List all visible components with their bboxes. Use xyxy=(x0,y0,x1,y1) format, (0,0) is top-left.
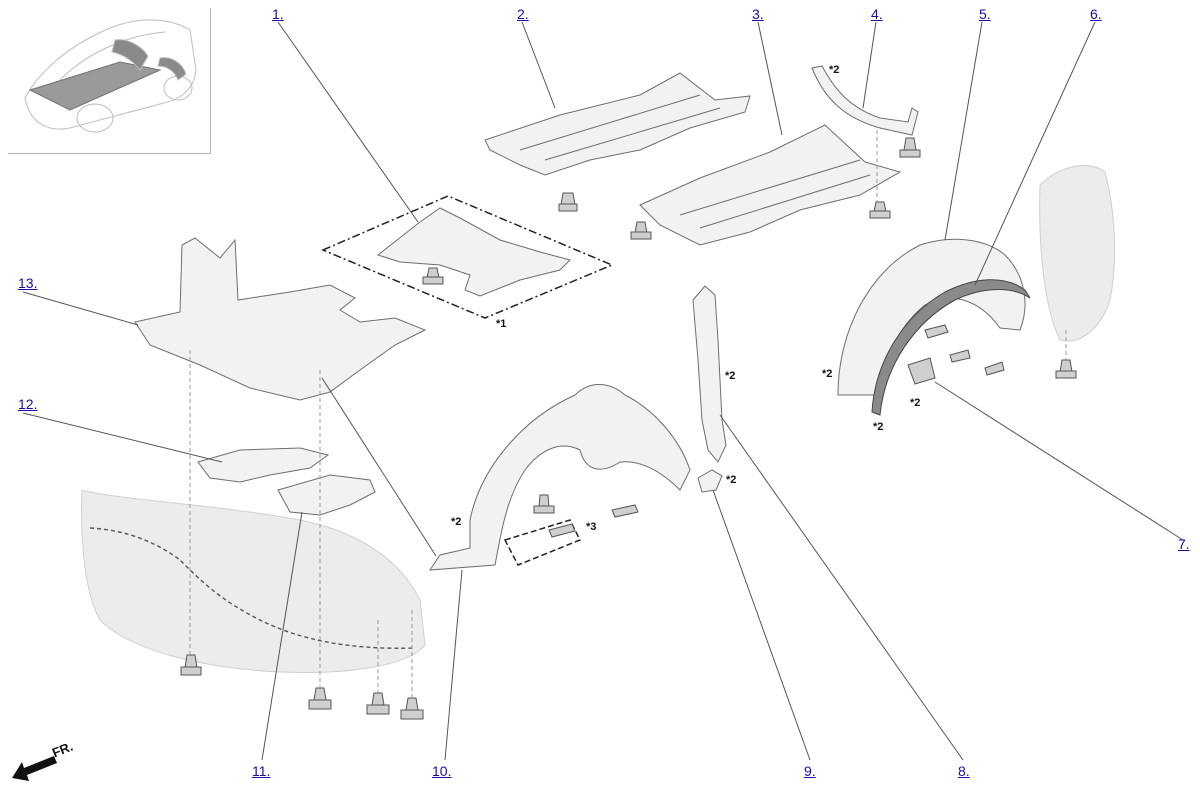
part-9-clip xyxy=(697,469,723,493)
leader-lines xyxy=(22,21,1184,761)
note-marker-2: *2 xyxy=(451,516,462,528)
part-1-center-cover xyxy=(376,207,571,297)
callout-13[interactable]: 13. xyxy=(18,275,38,291)
rear-panel-ghost xyxy=(1039,165,1116,342)
part-2-floor-cover xyxy=(484,72,751,176)
note-marker-2: *2 xyxy=(822,368,833,380)
vehicle-overview-frame xyxy=(8,8,211,154)
note-marker-2: *2 xyxy=(829,64,840,76)
part-4-brace xyxy=(811,65,919,136)
callout-9[interactable]: 9. xyxy=(804,763,816,779)
part-11-splash-shield xyxy=(277,474,376,516)
part-3-floor-cover xyxy=(639,124,902,246)
vehicle-overview-thumbnail xyxy=(24,19,197,133)
callout-12[interactable]: 12. xyxy=(18,396,38,412)
callout-1[interactable]: 1. xyxy=(272,6,284,22)
bumper-dashed-outline xyxy=(89,527,416,649)
part-10-front-fender-liner xyxy=(429,384,691,571)
callout-3[interactable]: 3. xyxy=(752,6,764,22)
fasteners xyxy=(180,137,1077,720)
part-13-front-undercover xyxy=(134,237,427,401)
note-marker-2: *2 xyxy=(910,397,921,409)
fastener-guide-lines xyxy=(189,130,1067,698)
part-8-strip xyxy=(692,285,727,463)
note-marker-2: *2 xyxy=(726,474,737,486)
note-marker-2: *2 xyxy=(725,370,736,382)
callout-11[interactable]: 11. xyxy=(252,763,271,779)
note-marker-3: *3 xyxy=(586,521,597,533)
callout-8[interactable]: 8. xyxy=(958,763,970,779)
front-direction-arrow xyxy=(12,756,57,781)
callout-7[interactable]: 7. xyxy=(1178,536,1190,552)
callout-2[interactable]: 2. xyxy=(517,6,529,22)
part-12-lower-cover xyxy=(197,447,330,483)
callout-6[interactable]: 6. xyxy=(1090,6,1102,22)
front-bumper-ghost xyxy=(81,489,426,673)
callout-4[interactable]: 4. xyxy=(871,6,883,22)
part-10-dashed-frame xyxy=(503,519,582,566)
note-marker-2: *2 xyxy=(873,421,884,433)
callout-5[interactable]: 5. xyxy=(979,6,991,22)
note-marker-1: *1 xyxy=(496,318,507,330)
part-6-seal xyxy=(871,279,1031,416)
callout-10[interactable]: 10. xyxy=(432,763,452,779)
